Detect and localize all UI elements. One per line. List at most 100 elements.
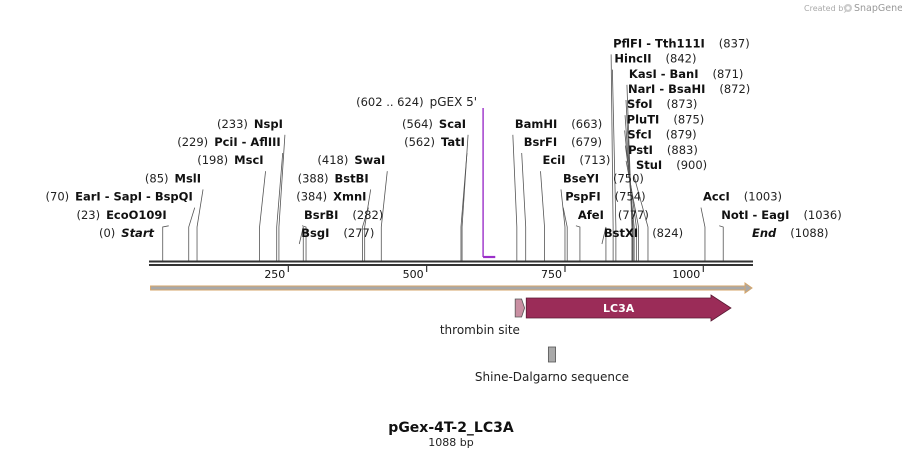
cut-line-bseyi (560, 189, 566, 261)
cut-site-eari-sapi-bspqi[interactable]: EarI - SapI - BspQI (70) (46, 190, 193, 204)
credit-brand: SnapGene (854, 3, 902, 14)
cut-site-sfoi[interactable]: SfoI(873) (627, 97, 697, 111)
orf-arrow[interactable] (150, 282, 753, 294)
cut-site-msli[interactable]: MslI (85) (145, 171, 201, 185)
cut-site-position: (198) (197, 153, 228, 167)
cut-site-name: PstI (628, 143, 653, 157)
cut-site-name: ScaI (439, 117, 466, 131)
ruler-tick-label: 250 (264, 268, 285, 281)
cut-site-hincii[interactable]: HincII (842) (614, 52, 696, 66)
primer-pgex-5[interactable]: pGEX 5'(602 .. 624) (356, 95, 496, 259)
cut-site-name: PluTI (627, 112, 660, 126)
cut-site-position: (85) (145, 171, 169, 185)
cut-line-stui (633, 175, 649, 261)
cut-site-end[interactable]: End (1088) (752, 226, 829, 240)
cut-site-name: AccI (703, 190, 730, 204)
cut-line-bamhi (512, 134, 518, 261)
cut-site-name: EarI - SapI - BspQI (75, 190, 193, 204)
cut-site-xmni[interactable]: XmnI(384) (296, 190, 366, 204)
cut-site-name: PflFI - Tth111I (613, 36, 705, 50)
cut-site-nspi[interactable]: NspI(233) (217, 117, 283, 131)
cut-site-position: (679) (571, 135, 602, 149)
orf-bar (150, 285, 747, 291)
ruler-tick-label: 500 (403, 268, 424, 281)
cut-line-nari-bsahi (625, 99, 633, 261)
cut-site-stui[interactable]: StuI(900) (636, 158, 707, 172)
cut-site-ecoo109i[interactable]: EcoO109I(23) (76, 208, 166, 222)
cut-site-swai[interactable]: SwaI (418) (317, 153, 385, 167)
cut-site-name: TatI (441, 135, 465, 149)
cut-line-bsgi (298, 226, 304, 261)
cut-line-bstbi (364, 189, 372, 261)
cut-site-noti-eagi[interactable]: NotI - EagI(1036) (721, 208, 841, 222)
cut-site-bstxi[interactable]: BstXI(824) (604, 226, 683, 240)
cut-site-pcii-afliii[interactable]: PciI - AflIII (229) (177, 135, 280, 149)
cut-site-name: PciI - AflIII (214, 135, 281, 149)
cut-line-msli (196, 189, 204, 261)
cut-site-position: (418) (317, 153, 348, 167)
cut-site-acci[interactable]: AccI(1003) (703, 190, 782, 204)
cut-site-name: NarI - BsaHI (628, 82, 705, 96)
cut-site-position: (875) (673, 112, 704, 126)
cut-site-kasi-bani[interactable]: KasI - BanI(871) (629, 67, 744, 81)
cut-site-name: BstBI (335, 171, 369, 185)
cut-site-start[interactable]: Start(0) (99, 226, 155, 240)
cut-site-pspfi[interactable]: PspFI(754) (565, 190, 645, 204)
cut-site-position: (1088) (790, 226, 828, 240)
cut-line-bsrbi (301, 225, 307, 261)
cut-site-name: BamHI (515, 117, 557, 131)
cut-site-bsrbi[interactable]: BsrBI(282) (304, 208, 383, 222)
cut-site-position: (229) (177, 135, 208, 149)
cut-site-position: (871) (713, 67, 744, 81)
cut-site-name: MslI (175, 171, 202, 185)
cut-site-position: (70) (46, 190, 70, 204)
cut-site-sfci[interactable]: SfcI(879) (627, 128, 696, 142)
feature-lc3a[interactable]: LC3A (525, 294, 732, 322)
cut-site-position: (750) (613, 171, 644, 185)
cut-site-name: SfcI (627, 128, 651, 142)
cut-site-name: HincII (614, 52, 651, 66)
cut-site-bsrfi[interactable]: BsrFI(679) (524, 135, 602, 149)
cut-site-name: End (752, 226, 777, 240)
cut-site-bamhi[interactable]: BamHI(663) (515, 117, 602, 131)
lc3a-label: LC3A (603, 302, 635, 315)
cut-site-bstbi[interactable]: BstBI(388) (298, 171, 369, 185)
credit-badge: Created by SnapGene (804, 3, 902, 14)
cut-site-position: (0) (99, 226, 115, 240)
cut-site-tati[interactable]: TatI (562) (404, 135, 465, 149)
cut-site-pflfi-tth111i[interactable]: PflFI - Tth111I(837) (613, 36, 750, 50)
cut-site-pluti[interactable]: PluTI (875) (627, 112, 705, 126)
cut-site-bsgi[interactable]: BsgI(277) (301, 226, 374, 240)
cut-site-bseyi[interactable]: BseYI(750) (563, 171, 644, 185)
cut-site-psti[interactable]: PstI(883) (628, 143, 698, 157)
cut-line-afei (575, 225, 581, 261)
cut-site-lines (162, 54, 724, 261)
plasmid-length: 1088 bp (428, 436, 473, 449)
cut-site-name: EcoO109I (106, 208, 167, 222)
snapgene-logo-icon (844, 4, 852, 12)
cut-line-bstxi (601, 226, 607, 261)
cut-site-position: (282) (352, 208, 383, 222)
cut-site-name: SwaI (354, 153, 385, 167)
cut-site-position: (1036) (803, 208, 841, 222)
primer-layer: pGEX 5'(602 .. 624) (356, 95, 496, 259)
cut-site-scai[interactable]: ScaI(564) (402, 117, 466, 131)
cut-site-ecii[interactable]: EciI(713) (543, 153, 611, 167)
cut-site-name: PspFI (565, 190, 600, 204)
thrombin-site-label: thrombin site (440, 323, 520, 337)
cut-line-noti-eagi (719, 225, 724, 261)
feature-thrombin-site[interactable]: thrombin site (440, 298, 526, 337)
cut-site-name: SfoI (627, 97, 652, 111)
cut-line-bsrfi (521, 152, 527, 261)
cut-site-position: (233) (217, 117, 248, 131)
cut-site-position: (562) (404, 135, 435, 149)
cut-site-position: (842) (666, 52, 697, 66)
feature-shine-dalgarno[interactable]: Shine-Dalgarno sequence (475, 346, 629, 384)
cut-site-nari-bsahi[interactable]: NarI - BsaHI(872) (628, 82, 750, 96)
shine-dalgarno-label: Shine-Dalgarno sequence (475, 370, 629, 384)
cut-site-afei[interactable]: AfeI(777) (578, 208, 649, 222)
cut-line-hincii (611, 69, 617, 261)
cut-site-msci[interactable]: MscI(198) (197, 153, 263, 167)
orf-arrowhead (744, 282, 753, 294)
